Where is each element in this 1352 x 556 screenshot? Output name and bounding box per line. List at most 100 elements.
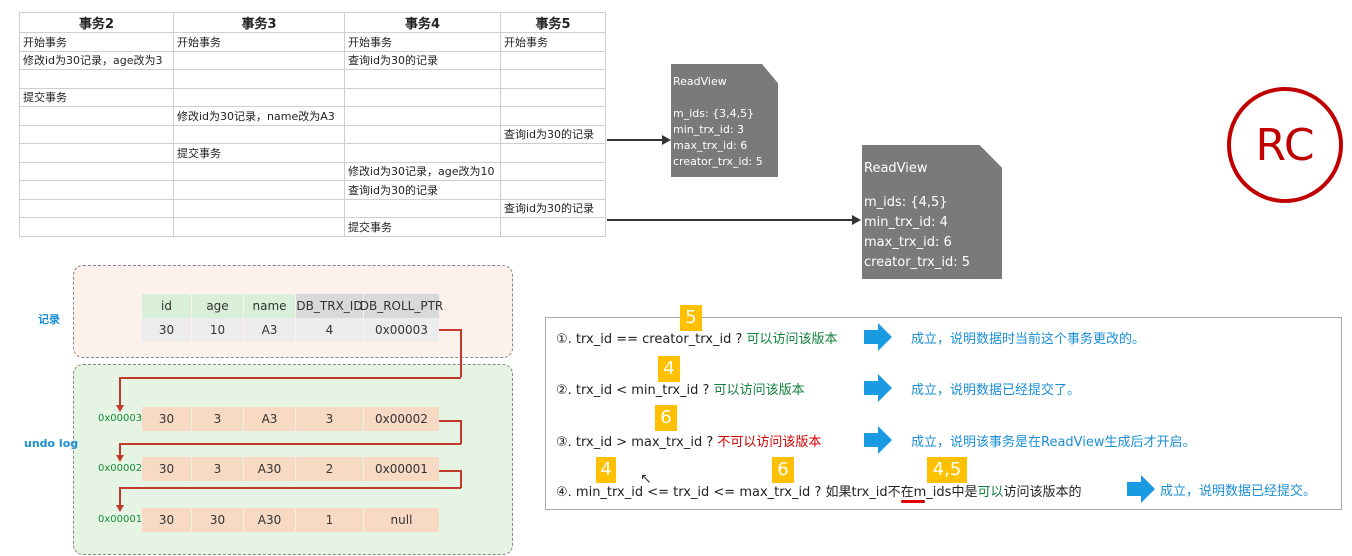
table-cell: 查询id为30的记录 (500, 124, 606, 144)
undo-cell: 0x00001 (364, 457, 439, 481)
readview-2-title: ReadView (864, 161, 928, 176)
table-row: 开始事务开始事务开始事务开始事务 (19, 32, 606, 52)
table-cell: 开始事务 (19, 32, 174, 52)
rule-2-result: 成立，说明数据已经提交了。 (911, 383, 1081, 398)
table-cell (19, 161, 174, 181)
record-label: 记录 (38, 313, 60, 326)
readview-2-creator: creator_trx_id: 5 (864, 255, 970, 270)
undo-cell: 3 (192, 407, 243, 431)
connector-2-d (119, 443, 121, 455)
table-cell (19, 143, 174, 163)
readview-1-m-ids: m_ids: {3,4,5} (673, 107, 755, 120)
table-cell (500, 161, 606, 181)
rule-3-result: 成立，说明该事务是在ReadView生成后才开启。 (911, 435, 1196, 450)
undo-cell: 30 (142, 407, 191, 431)
table-cell (173, 198, 345, 218)
column-header: 事务5 (500, 12, 606, 33)
undo-cell: A3 (244, 407, 295, 431)
connector-1-v (460, 329, 462, 377)
connector-3-h (439, 470, 461, 472)
undo-cell: A30 (244, 457, 295, 481)
readview-1-title: ReadView (673, 75, 727, 88)
table-cell: 提交事务 (173, 143, 345, 163)
rule-4: ④. min_trx_id <= trx_id <= max_trx_id ? … (556, 481, 1081, 500)
table-cell (344, 87, 501, 107)
undo-cell: 2 (296, 457, 363, 481)
table-cell (19, 198, 174, 218)
record-value: 4 (296, 318, 363, 342)
table-cell (500, 180, 606, 200)
readview-1: ReadView m_ids: {3,4,5} min_trx_id: 3 ma… (671, 64, 778, 177)
right-arrow-icon (864, 323, 892, 351)
rc-label: RC (1255, 119, 1315, 171)
connector-3-d (119, 487, 121, 506)
undo-cell: 30 (142, 508, 191, 532)
table-cell (344, 198, 501, 218)
rule-3: ③. trx_id > max_trx_id ? 不可以访问该版本 (556, 431, 821, 450)
table-cell (173, 124, 345, 144)
readview-1-creator: creator_trx_id: 5 (673, 155, 763, 168)
readview-2-m-ids: m_ids: {4,5} (864, 195, 948, 210)
rule-4-mid: m_ids中是 (913, 485, 978, 500)
table-cell: 查询id为30的记录 (344, 180, 501, 200)
table-cell (500, 217, 606, 237)
connector-1-h2 (119, 377, 461, 379)
rule-4-condition: ④. min_trx_id <= trx_id <= max_trx_id ? … (556, 485, 888, 500)
table-cell (173, 69, 345, 89)
column-header: 事务3 (173, 12, 345, 33)
record-value: 30 (142, 318, 191, 342)
table-cell (173, 161, 345, 181)
table-cell (173, 217, 345, 237)
undo-cell: null (364, 508, 439, 532)
right-arrow-icon (864, 374, 892, 402)
rule-4-tail: 访问该版本的 (1003, 485, 1082, 500)
mouse-cursor-icon: ↖ (640, 471, 652, 487)
readview-2: ReadView m_ids: {4,5} min_trx_id: 4 max_… (862, 145, 1002, 279)
readview-2-max: max_trx_id: 6 (864, 235, 952, 250)
table-cell (173, 50, 345, 70)
readview-2-min: min_trx_id: 4 (864, 215, 948, 230)
rule-1: ①. trx_id == creator_trx_id ? 可以访问该版本 (556, 328, 838, 347)
rc-isolation-badge: RC (1227, 87, 1343, 203)
arrow-to-readview2 (607, 219, 853, 221)
rule-2-condition: ②. trx_id < min_trx_id ? (556, 383, 714, 398)
rule-4-underline (901, 500, 925, 503)
table-cell (500, 106, 606, 126)
rule-2: ②. trx_id < min_trx_id ? 可以访问该版本 (556, 379, 805, 398)
table-row: 查询id为30的记录 (19, 198, 606, 218)
rule-3-condition: ③. trx_id > max_trx_id ? (556, 435, 718, 450)
record-header-id: id (142, 294, 191, 318)
record-header-age: age (192, 294, 243, 318)
record-header-db-roll-ptr: DB_ROLL_PTR (360, 294, 443, 318)
arrow-head-1 (662, 135, 671, 145)
table-row: 修改id为30记录，name改为A3 (19, 106, 606, 126)
connector-3-head (116, 505, 124, 512)
record-value: A3 (244, 318, 295, 342)
connector-1-d (119, 377, 121, 405)
rule-1-result: 成立，说明数据时当前这个事务更改的。 (911, 332, 1146, 347)
table-cell (19, 69, 174, 89)
table-cell: 修改id为30记录，name改为A3 (173, 106, 345, 126)
table-cell: 开始事务 (500, 32, 606, 52)
connector-1-head (116, 405, 124, 412)
rule-4-badge-min: 4 (596, 457, 616, 483)
rule-3-verdict: 不可以访问该版本 (717, 435, 822, 450)
table-cell: 修改id为30记录，age改为3 (19, 50, 174, 70)
table-cell: 开始事务 (344, 32, 501, 52)
table-cell (19, 180, 174, 200)
right-arrow-icon (864, 426, 892, 454)
table-row: 查询id为30的记录 (19, 180, 606, 200)
connector-3-v (460, 470, 462, 488)
rule-1-badge: 5 (680, 305, 702, 331)
readview-1-max: max_trx_id: 6 (673, 139, 748, 152)
rule-4-verdict: 可以 (977, 485, 1004, 500)
connector-1-h (439, 329, 461, 331)
table-row: 提交事务 (19, 217, 606, 237)
rule-2-verdict: 可以访问该版本 (713, 383, 805, 398)
undo-cell: A30 (244, 508, 295, 532)
rule-2-badge: 4 (658, 356, 680, 382)
table-cell (500, 87, 606, 107)
arrow-to-readview1 (607, 139, 663, 141)
record-value: 10 (192, 318, 243, 342)
